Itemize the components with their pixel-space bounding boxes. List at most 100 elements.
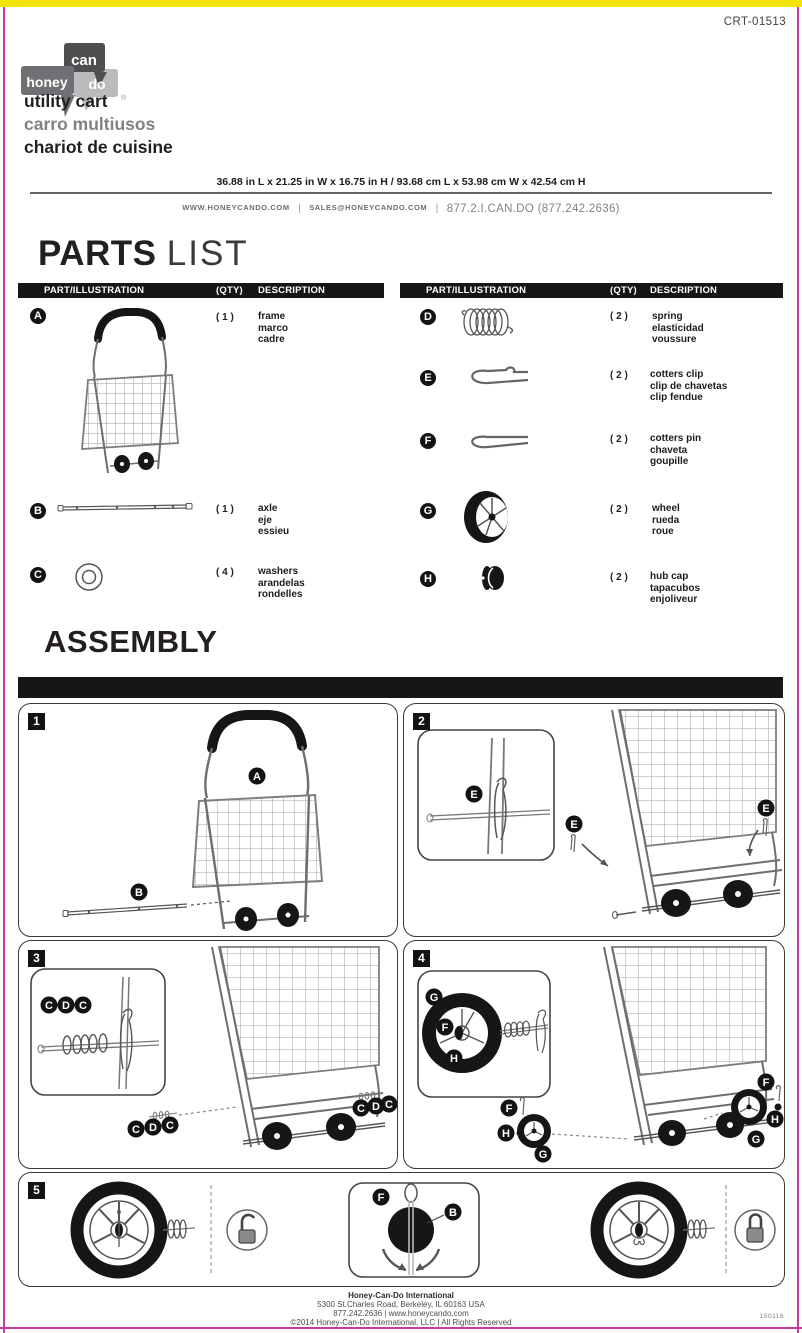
hub-cap-illustration (481, 566, 504, 590)
label-C-left: C (127, 1120, 145, 1138)
name-en: washers (258, 566, 299, 577)
part-letter-badge: C (30, 567, 46, 583)
wheel-front-left (70, 1181, 168, 1279)
step-number-badge: 1 (28, 713, 45, 730)
name-en: spring (652, 311, 683, 322)
svg-text:G: G (539, 1149, 548, 1161)
wheel-illustration (464, 491, 508, 543)
part-letter-badge: B (30, 503, 46, 519)
svg-text:E: E (470, 789, 477, 801)
product-titles: utility cart carro multiusos chariot de … (24, 90, 173, 159)
list-word: LIST (166, 234, 249, 273)
name-fr: roue (652, 526, 674, 537)
label-H-left: H (497, 1124, 515, 1142)
cotter-clip-illustration (471, 366, 529, 385)
label-H-right: H (766, 1110, 784, 1128)
header-rule (30, 192, 772, 194)
name-es: marco (258, 322, 289, 334)
label-G-inset: G (425, 988, 443, 1006)
part-description: washers arandelas rondelles (258, 566, 305, 601)
name-fr: clip fendue (650, 392, 703, 403)
footer-phone-web: 877.242.2636 | www.honeycando.com (333, 1309, 469, 1318)
name-en: frame (258, 311, 286, 322)
assembly-step-4: 4 (403, 940, 785, 1169)
name-es: rueda (652, 514, 680, 526)
footer-address: 5300 St.Charles Road, Berkeley, IL 60163… (317, 1300, 485, 1309)
svg-text:E: E (762, 803, 769, 815)
label-C-left: C (161, 1116, 179, 1134)
wheel-front-right (590, 1181, 688, 1279)
label-D-inset: D (57, 996, 75, 1014)
part-letter-badge: A (30, 308, 46, 324)
name-fr: goupille (650, 456, 689, 467)
name-fr: rondelles (258, 589, 303, 600)
step-1-illustration: A B (62, 710, 324, 931)
svg-text:C: C (357, 1103, 365, 1115)
name-en: hub cap (650, 571, 689, 582)
label-F: F (372, 1188, 390, 1206)
assembly-step-1: 1 A B (18, 703, 398, 937)
svg-text:B: B (449, 1207, 457, 1219)
label-F-inset: F (436, 1018, 454, 1036)
part-qty: ( 1 ) (216, 504, 234, 515)
separator: | (435, 203, 439, 214)
step-number-badge: 2 (413, 713, 430, 730)
axle-rod-illustration (57, 503, 193, 512)
svg-text:G: G (752, 1134, 761, 1146)
registered-mark: ® (121, 94, 127, 102)
left-accent-border (3, 7, 5, 1333)
svg-text:C: C (385, 1099, 393, 1111)
step-5-illustration: F B (70, 1181, 776, 1279)
title-es: carro multiusos (24, 114, 156, 134)
step-4-illustration: G F H F H G F H G (417, 946, 784, 1163)
unlock-icon (226, 1209, 268, 1251)
cart-frame-illustration (81, 308, 179, 474)
parts-header-left: PART/ILLUSTRATION (QTY) DESCRIPTION (18, 283, 384, 298)
label-A: A (248, 767, 266, 785)
logo-can: can (71, 52, 97, 69)
svg-text:D: D (149, 1122, 157, 1134)
floating-wheel-right (731, 1089, 767, 1125)
title-fr: chariot de cuisine (24, 137, 173, 157)
name-fr: enjoliveur (650, 594, 698, 605)
label-B: B (130, 883, 148, 901)
part-letter-badge: E (420, 370, 436, 386)
part-qty: ( 1 ) (216, 312, 234, 323)
part-description: spring elasticidad voussure (652, 311, 704, 346)
part-qty: ( 2 ) (610, 572, 628, 583)
washer-illustration (75, 563, 103, 591)
right-accent-border (797, 7, 799, 1333)
svg-text:D: D (372, 1101, 380, 1113)
lock-icon (734, 1209, 776, 1251)
label-H-inset: H (445, 1049, 463, 1067)
svg-text:C: C (132, 1124, 140, 1136)
name-es: tapacubos (650, 582, 701, 594)
svg-text:F: F (442, 1022, 449, 1034)
name-fr: voussure (652, 334, 697, 345)
label-C-inset: C (40, 996, 58, 1014)
part-qty: ( 2 ) (610, 311, 628, 322)
title-en: utility cart (24, 91, 108, 111)
svg-text:C: C (45, 1000, 53, 1012)
part-letter-badge: F (420, 433, 436, 449)
email-text: SALES@HONEYCANDO.COM (309, 203, 428, 212)
step-3-illustration: C D C C D C C D C (30, 946, 397, 1150)
footer: Honey-Can-Do International 5300 St.Charl… (0, 1291, 802, 1327)
name-es: elasticidad (652, 322, 704, 334)
part-description: hub cap tapacubos enjoliveur (650, 571, 700, 606)
label-F-right: F (757, 1073, 775, 1091)
svg-text:A: A (253, 771, 261, 783)
svg-text:H: H (771, 1114, 779, 1126)
step-number-badge: 5 (28, 1182, 45, 1199)
logo-do: do (88, 76, 105, 92)
honey-can-do-logo: can honey do ® (21, 43, 127, 117)
part-description: cotters clip clip de chavetas clip fendu… (650, 369, 727, 404)
part-letter-badge: D (420, 309, 436, 325)
parts-header-right: PART/ILLUSTRATION (QTY) DESCRIPTION (400, 283, 783, 298)
step-number-badge: 3 (28, 950, 45, 967)
phone-text: 877.2.I.CAN.DO (877.242.2636) (446, 203, 620, 215)
header-part: PART/ILLUSTRATION (44, 285, 145, 296)
name-es: chaveta (650, 444, 688, 456)
name-en: cotters pin (650, 433, 702, 444)
